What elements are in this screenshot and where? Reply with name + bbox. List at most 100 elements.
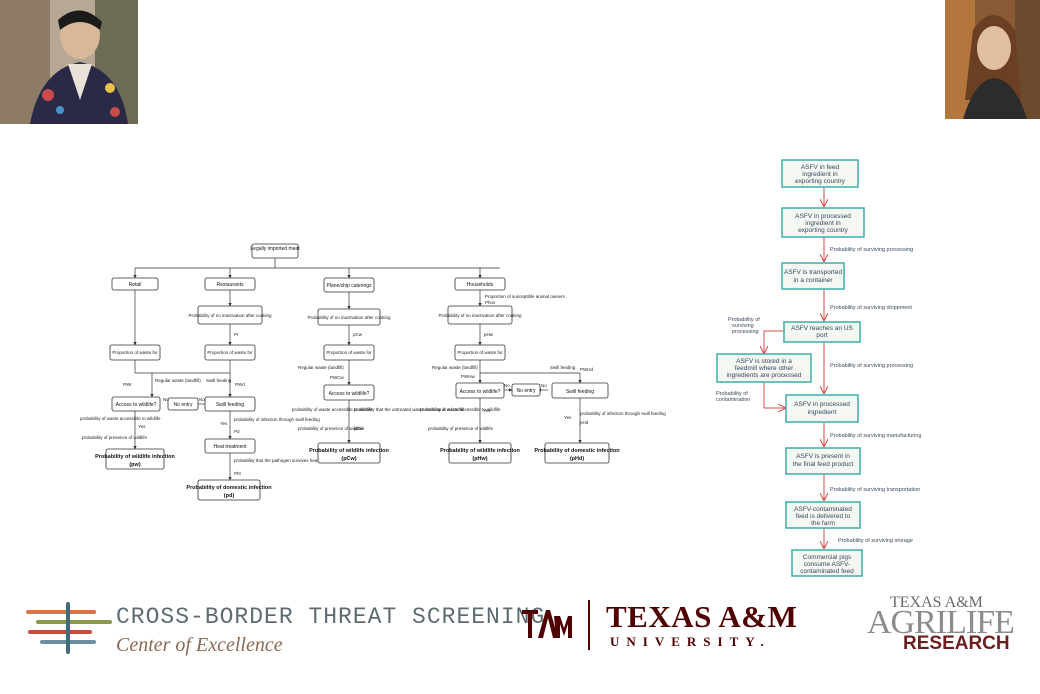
svg-text:(pw): (pw) <box>129 462 140 468</box>
svg-text:Plane/ship caterings: Plane/ship caterings <box>326 283 372 289</box>
svg-text:feed is delivered to: feed is delivered to <box>796 513 851 520</box>
label-yes-3: Yes <box>483 408 491 413</box>
node-no-entry-2: No entry <box>511 383 541 397</box>
node-wildlife-infection-1: Probability of wildlife infection (pw) <box>95 448 176 470</box>
svg-text:Heat treatment: Heat treatment <box>213 444 247 450</box>
presenter-photo-left <box>0 0 138 124</box>
edge-label-surviving-processing-2b: surviving <box>732 323 754 329</box>
edge-label-surviving-storage: Probability of surviving storage <box>838 538 913 544</box>
svg-text:ASFV reaches an US: ASFV reaches an US <box>791 325 853 332</box>
svg-text:exporting country: exporting country <box>798 227 849 234</box>
pathway-flowchart-right: ASFV in feed ingredient in exporting cou… <box>700 150 940 580</box>
edge-label-surviving-transportation: Probability of surviving transportation <box>830 487 920 493</box>
node-restaurants: Restaurants <box>204 277 256 291</box>
svg-text:(pd): (pd) <box>224 493 235 499</box>
agrilife-wordmark: AGRILIFE <box>867 604 1015 641</box>
svg-text:ingredient: ingredient <box>808 409 837 416</box>
tamu-university: UNIVERSITY. <box>610 634 771 649</box>
var-p-hd: pHd <box>580 420 589 425</box>
label-infection-swill-1: probability of infection through swill f… <box>234 417 320 422</box>
svg-text:exporting country: exporting country <box>795 178 846 185</box>
edge-label-surviving-processing-2: Probability of <box>728 317 760 323</box>
label-presence-3: probability of presence of wildlife <box>428 426 494 431</box>
agrilife-research: RESEARCH <box>903 633 1010 654</box>
var-pw-r: PWr <box>123 382 132 387</box>
edge-label-surviving-processing-2c: processing <box>732 329 759 335</box>
label-waste-accessible-2: probability of waste accessible to wildl… <box>292 407 373 412</box>
svg-text:Probability of domestic infect: Probability of domestic infection <box>534 448 620 454</box>
var-p-d: Pd <box>234 429 240 434</box>
svg-text:ASFV is stored in a: ASFV is stored in a <box>736 358 792 365</box>
svg-text:No entry: No entry <box>174 402 193 408</box>
label-regular-waste-2: Regular waste (landfill) <box>298 365 344 370</box>
var-pw-hd: PWHd <box>580 367 593 372</box>
label-regular-waste-3: Regular waste (landfill) <box>432 365 478 370</box>
var-p-cwl: pCwl <box>354 426 364 431</box>
node-heat-treatment: Heat treatment <box>204 438 256 454</box>
svg-text:(pCw): (pCw) <box>341 456 356 462</box>
svg-text:ingredients are processed: ingredients are processed <box>727 372 802 379</box>
label-untreated: probability that the untreated waste end… <box>354 407 464 412</box>
svg-text:ASFV is transported: ASFV is transported <box>784 269 843 276</box>
svg-text:ingredient in: ingredient in <box>805 220 841 227</box>
node-retail: Retail <box>111 277 159 291</box>
label-regular-waste-1: Regular waste (landfill) <box>155 378 201 383</box>
svg-text:Retail: Retail <box>129 282 142 288</box>
svg-text:ingredient in: ingredient in <box>802 171 838 178</box>
svg-text:Restaurants: Restaurants <box>217 282 244 288</box>
step-processed-ingredient: ASFV in processed ingredient <box>785 394 859 423</box>
svg-text:port: port <box>816 332 827 339</box>
label-yes-1: Yes <box>138 424 146 429</box>
svg-text:Probability of wildlife infect: Probability of wildlife infection <box>309 448 389 454</box>
tamu-atm-logo <box>520 602 572 646</box>
label-proportion-owners: Proportion of susceptible animal owners <box>485 294 566 299</box>
label-no-4: No <box>541 383 547 388</box>
svg-text:Probability of wildlife infect: Probability of wildlife infection <box>440 448 520 454</box>
node-proportion-waste-plane: Proportion of waste for <box>323 344 375 361</box>
label-swill-feeding-2: Swill feeding <box>550 365 576 370</box>
svg-text:Legally imported meat: Legally imported meat <box>250 246 300 252</box>
node-no-inactivation-plane: Probability of no inactivation after coo… <box>307 308 391 326</box>
crossborder-logo-mark <box>26 600 112 656</box>
node-no-inactivation-households: Probability of no inactivation after coo… <box>438 305 522 325</box>
svg-text:Probability of no inactivation: Probability of no inactivation after coo… <box>188 313 272 318</box>
node-swill-feeding-2: Swill feeding <box>551 382 609 399</box>
svg-text:Access to wildlife?: Access to wildlife? <box>329 391 370 397</box>
node-proportion-waste-retail: Proportion of waste for <box>109 344 161 361</box>
svg-text:(pHw): (pHw) <box>472 456 487 462</box>
label-yes-4: Yes <box>564 415 572 420</box>
step-final-feed-product: ASFV is present in the final feed produc… <box>785 447 861 475</box>
svg-text:Commercial pigs: Commercial pigs <box>803 554 852 561</box>
edge-label-surviving-processing-1: Probability of surviving processing <box>830 247 913 253</box>
svg-text:Proportion of waste for: Proportion of waste for <box>326 350 372 355</box>
node-swill-feeding-1: Swill feeding <box>204 396 256 412</box>
svg-text:Probability of no inactivation: Probability of no inactivation after coo… <box>438 313 522 318</box>
edge-label-surviving-processing-3: Probability of surviving processing <box>830 363 913 369</box>
label-no-2: No <box>199 397 205 402</box>
svg-text:contaminated feed: contaminated feed <box>800 568 854 575</box>
node-access-wildlife-3: Access to wildlife? <box>455 382 505 399</box>
node-wildlife-infection-3: Probability of wildlife infection (pHw) <box>440 442 521 464</box>
node-households: Households <box>454 277 506 291</box>
svg-text:No entry: No entry <box>517 388 536 394</box>
step-delivered-farm: ASFV-contaminated feed is delivered to t… <box>785 501 861 529</box>
node-plane-ship-caterings: Plane/ship caterings <box>323 277 375 293</box>
edge-label-contamination-b: contamination <box>716 397 750 403</box>
label-swill-feeding-1: Swill feeding <box>206 378 232 383</box>
label-yes-2: Yes <box>220 421 228 426</box>
label-no-3: No <box>504 383 510 388</box>
crossborder-title: CROSS-BORDER THREAT SCREENING <box>116 604 546 630</box>
svg-text:ASFV in feed: ASFV in feed <box>801 164 840 171</box>
svg-text:Proportion of waste for: Proportion of waste for <box>112 350 158 355</box>
pathway-flowchart-left: Legally imported meat Retail Restaurants… <box>80 240 670 502</box>
node-proportion-waste-households: Proportion of waste for <box>454 344 506 361</box>
crossborder-subtitle: Center of Excellence <box>116 634 283 656</box>
svg-text:consume ASFV-: consume ASFV- <box>804 561 851 568</box>
svg-text:in a container: in a container <box>793 277 833 284</box>
svg-text:Swill feeding: Swill feeding <box>566 389 594 395</box>
node-no-inactivation-restaurants: Probability of no inactivation after coo… <box>188 305 272 325</box>
tamu-name: TEXAS A&M <box>606 599 798 634</box>
presenter-photo-right <box>945 0 1040 119</box>
label-survives-heat: probability that the pathogen survives h… <box>234 458 340 463</box>
footer-logos: CROSS-BORDER THREAT SCREENING Center of … <box>0 590 1040 670</box>
